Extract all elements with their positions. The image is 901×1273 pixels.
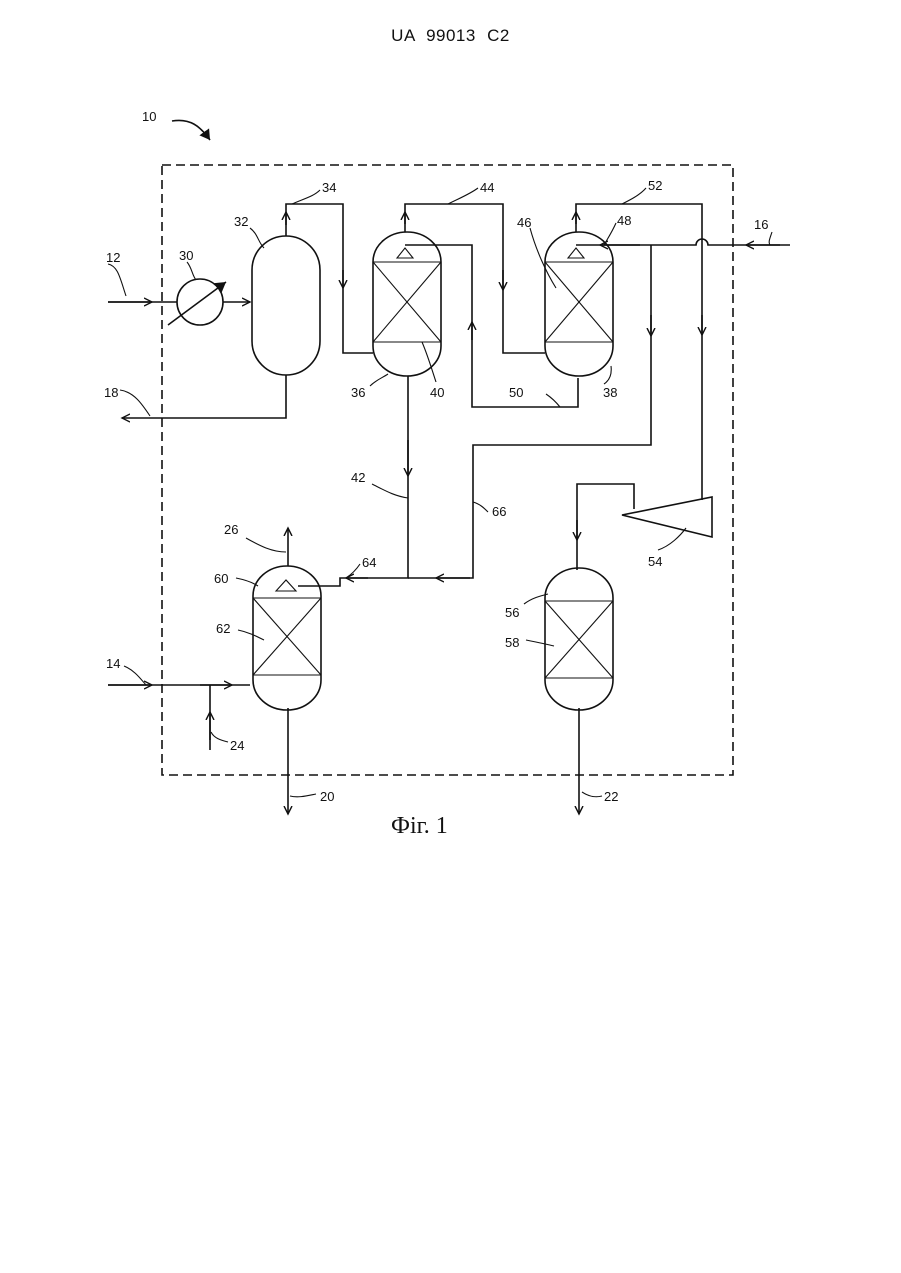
label-22: 22	[604, 789, 618, 804]
leader-40	[422, 342, 436, 382]
label-66: 66	[492, 504, 506, 519]
stream-16-line	[576, 239, 790, 245]
system-pointer-arrow	[172, 120, 210, 140]
leader-34	[292, 190, 320, 204]
figure-caption: Фіг. 1	[391, 813, 448, 839]
leader-48	[604, 223, 616, 245]
reactor-38-distributor	[568, 248, 584, 258]
label-60: 60	[214, 571, 228, 586]
label-36: 36	[351, 385, 365, 400]
leader-46	[530, 228, 556, 288]
stream-34-line	[286, 204, 373, 353]
leader-36	[370, 374, 388, 386]
system-boundary	[162, 165, 733, 775]
leader-22	[582, 792, 602, 797]
vessel-32	[252, 236, 320, 375]
leader-16	[769, 232, 772, 245]
stream-54-to-56-line	[577, 484, 634, 570]
leader-12	[108, 264, 126, 296]
leader-24	[211, 732, 228, 742]
label-46: 46	[517, 215, 531, 230]
leader-18	[120, 390, 150, 416]
label-42: 42	[351, 470, 365, 485]
label-12: 12	[106, 250, 120, 265]
label-54: 54	[648, 554, 662, 569]
leader-20	[290, 794, 316, 797]
label-48: 48	[617, 213, 631, 228]
stream-50-line	[405, 245, 578, 407]
leader-44	[448, 188, 478, 204]
leader-62	[238, 630, 264, 640]
leader-50	[546, 394, 560, 407]
label-18: 18	[104, 385, 118, 400]
leader-14	[124, 666, 146, 685]
label-34: 34	[322, 180, 336, 195]
unit-54	[622, 497, 712, 537]
leader-32	[250, 228, 264, 248]
reactor-36-distributor	[397, 248, 413, 258]
label-58: 58	[505, 635, 519, 650]
label-62: 62	[216, 621, 230, 636]
stream-52-line	[576, 204, 702, 500]
label-16: 16	[754, 217, 768, 232]
label-20: 20	[320, 789, 334, 804]
leader-66	[473, 502, 488, 512]
leader-30	[187, 262, 196, 280]
leader-26	[246, 538, 286, 552]
reactor-62	[253, 566, 321, 710]
leader-42	[372, 484, 408, 498]
label-50: 50	[509, 385, 523, 400]
label-30: 30	[179, 248, 193, 263]
leader-64	[346, 564, 360, 578]
label-40: 40	[430, 385, 444, 400]
label-38: 38	[603, 385, 617, 400]
stream-66-line	[408, 245, 651, 578]
reactor-36	[373, 232, 441, 376]
label-26: 26	[224, 522, 238, 537]
label-44: 44	[480, 180, 494, 195]
label-24: 24	[230, 738, 244, 753]
label-32: 32	[234, 214, 248, 229]
label-64: 64	[362, 555, 376, 570]
leader-38	[604, 366, 611, 384]
leader-58	[526, 640, 554, 646]
leader-52	[622, 188, 646, 204]
label-10: 10	[142, 109, 156, 124]
label-14: 14	[106, 656, 120, 671]
reactor-38	[545, 232, 613, 376]
leader-54	[658, 528, 686, 550]
reactor-62-distributor	[276, 580, 296, 591]
label-56: 56	[505, 605, 519, 620]
label-52: 52	[648, 178, 662, 193]
